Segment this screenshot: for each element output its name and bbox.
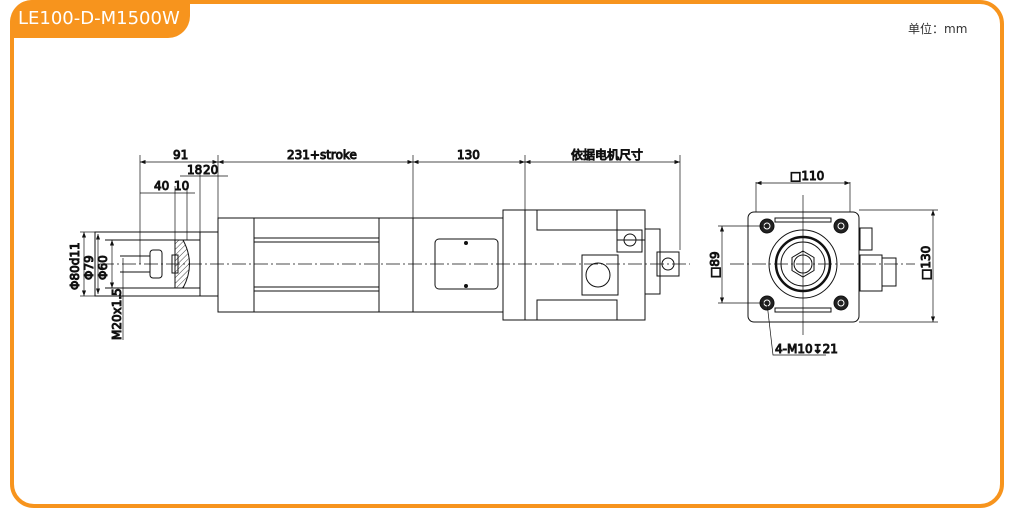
side-dimensions [80,155,681,340]
end-view [730,195,915,335]
dim-motor: 依据电机尺寸 [571,147,643,162]
dim-sq110: □110 [790,169,824,183]
dim-20: 20 [203,163,218,177]
dim-18: 18 [187,163,202,177]
dim-phi79: Φ79 [82,255,96,280]
drawing-frame [10,0,1004,508]
dim-91: 91 [173,148,188,162]
dim-40: 40 [154,179,169,193]
dim-thread: M20x1.5 [110,288,124,340]
dim-10: 10 [174,179,189,193]
side-view [94,209,690,321]
unit-label: 单位：mm [908,22,968,36]
dim-holes: 4-M10↧21 [775,342,838,356]
dim-130: 130 [457,148,480,162]
end-dimensions [718,180,938,356]
dim-231-stroke: 231+stroke [287,148,357,162]
dim-phi60: Φ60 [96,255,110,280]
dim-phi80: Φ80d11 [68,242,82,290]
dim-sq89: □89 [708,251,722,278]
dim-sq130: □130 [919,246,933,280]
model-title: LE100-D-M1500W [10,0,190,38]
